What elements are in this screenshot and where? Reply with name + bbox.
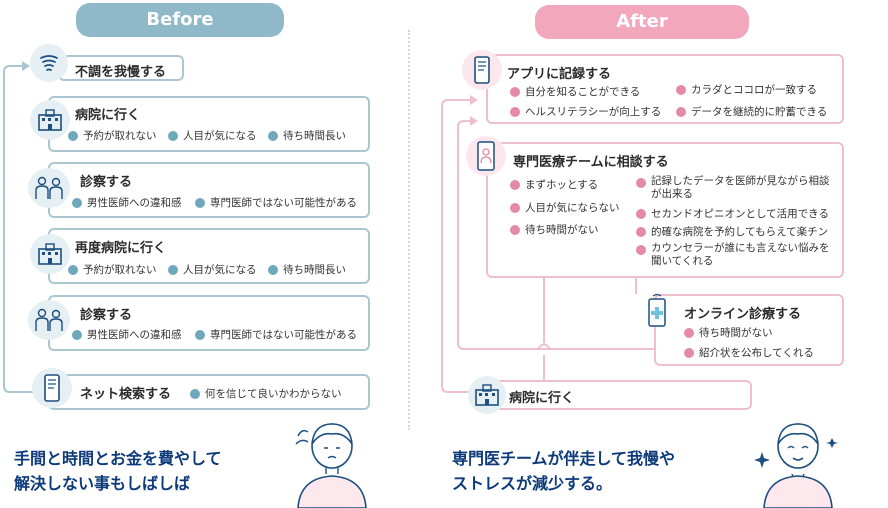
doctor-icon — [28, 168, 70, 208]
woman-happy-icon — [754, 423, 838, 508]
medical-app-icon — [638, 288, 676, 332]
swirl-icon — [30, 44, 68, 82]
before-header: Before — [76, 3, 284, 37]
list-item: カラダとココロが一致する — [676, 82, 817, 97]
list-item: 待ち時間がない — [684, 325, 773, 340]
medical-app-icon — [466, 136, 506, 176]
before-step-hospital-title: 病院に行く — [75, 108, 141, 123]
list-item: カウンセラーが誰にも言えない悩みを聞いてくれる — [651, 242, 830, 267]
list-item: 何を信じて良いかわからない — [190, 386, 342, 401]
before-step-search-title: ネット検索する — [80, 387, 172, 402]
list-item: 人目が気になる — [168, 128, 257, 143]
after-step-app — [486, 54, 844, 124]
list-item: 専門医師ではない可能性がある — [195, 327, 357, 342]
list-item: 記録したデータを医師が見ながら相談が出来る — [651, 175, 830, 200]
before-step-search — [48, 374, 370, 410]
list-item: セカンドオピニオンとして活用できる — [636, 206, 829, 221]
list-item: 人目が気になる — [168, 262, 257, 277]
bullet — [636, 178, 646, 188]
list-item: ヘルスリテラシーが向上する — [510, 104, 661, 119]
list-item: 予約が取れない — [68, 128, 157, 143]
bullet — [636, 245, 646, 255]
after-step-hospital-title: 病院に行く — [509, 391, 575, 406]
before-step-hospital — [48, 96, 370, 152]
list-item: 人目が気にならない — [510, 200, 620, 215]
before-step-exam — [48, 162, 370, 218]
list-item: まずホッとする — [510, 177, 598, 192]
before-summary-line-2: 解決しない事もしばしば — [14, 474, 191, 493]
before-summary-line-1: 手間と時間とお金を費やして — [14, 449, 222, 468]
after-step-team-title: 専門医療チームに相談する — [513, 155, 669, 170]
list-item: 待ち時間長い — [268, 262, 346, 277]
before-step-revisit — [48, 228, 370, 284]
after-summary-line-1: 専門医チームが伴走して我慢や — [452, 449, 676, 468]
after-summary-line-2: ストレスが減少する。 — [452, 474, 613, 493]
hospital-icon — [468, 376, 506, 414]
woman-worried-icon — [295, 423, 367, 508]
list-item: 男性医師への違和感 — [72, 327, 182, 342]
after-loop-connector — [441, 95, 656, 393]
after-step-team — [486, 142, 844, 278]
before-step-exam-2-title: 診察する — [80, 308, 133, 323]
list-item: 男性医師への違和感 — [72, 195, 182, 210]
list-item: 専門医師ではない可能性がある — [195, 195, 357, 210]
list-item: 自分を知ることができる — [510, 84, 640, 99]
after-step-app-title: アプリに記録する — [507, 67, 612, 82]
hospital-icon — [30, 100, 70, 140]
before-step-exam-2 — [48, 295, 370, 351]
list-item: 的確な病院を予約してもらえて楽チン — [636, 224, 828, 239]
after-step-hospital — [474, 380, 752, 410]
smartphone-icon — [462, 50, 502, 90]
doctor-icon — [28, 300, 70, 340]
list-item: 紹介状を公布してくれる — [684, 345, 814, 360]
list-item: データを継続的に貯蓄できる — [676, 104, 827, 119]
before-step-exam-title: 診察する — [80, 175, 133, 190]
before-loop-connector — [3, 61, 50, 393]
list-item: 待ち時間長い — [268, 128, 346, 143]
before-step-endure-title: 不調を我慢する — [75, 65, 167, 80]
center-divider — [408, 30, 410, 430]
before-step-revisit-title: 再度病院に行く — [75, 241, 167, 256]
list-item: 待ち時間がない — [510, 222, 599, 237]
smartphone-icon — [32, 368, 72, 408]
after-step-online-title: オンライン診療する — [684, 307, 802, 322]
after-header: After — [535, 5, 749, 39]
list-item: 予約が取れない — [68, 262, 157, 277]
hospital-icon — [30, 234, 70, 274]
